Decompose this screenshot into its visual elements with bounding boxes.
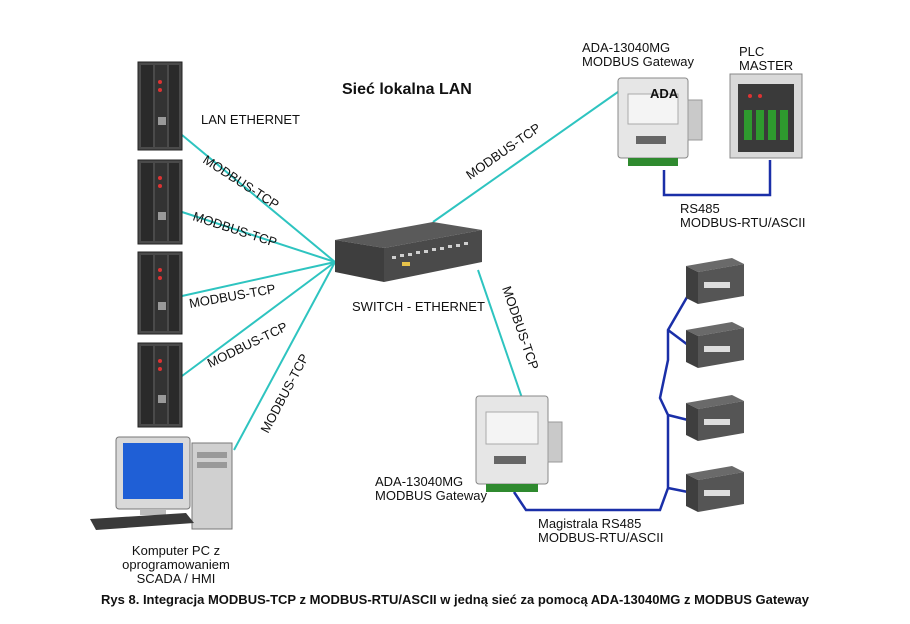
rs485-slave-4 [686, 466, 744, 512]
label-pc-line2: oprogramowaniem [122, 557, 230, 572]
rs485-bus-tap-3 [667, 486, 689, 494]
label-pc-line3: SCADA / HMI [137, 571, 216, 586]
label-gateway-bottom-desc: MODBUS Gateway [375, 488, 487, 503]
figure-caption: Rys 8. Integracja MODBUS-TCP z MODBUS-RT… [101, 592, 810, 607]
link-pc-switch [233, 261, 336, 451]
gateway-top [617, 77, 703, 166]
plc-rack-3 [137, 251, 183, 335]
rs485-bus-tap-1 [667, 329, 689, 346]
link-switch-gateway-top [432, 86, 626, 223]
label-modbus-rtu-ascii-2: MODBUS-RTU/ASCII [538, 530, 663, 545]
label-gateway-bottom-model: ADA-13040MG [375, 474, 463, 489]
link-plc4-switch [181, 261, 336, 377]
label-master: MASTER [739, 58, 793, 73]
ethernet-links [181, 86, 626, 451]
plc-master [729, 73, 803, 159]
plc-rack-1 [137, 61, 183, 151]
label-pc-line1: Komputer PC z [132, 543, 220, 558]
rs485-bus-tap-2 [667, 413, 689, 422]
label-modbus-tcp-7: MODBUS-TCP [499, 284, 542, 372]
pc-keyboard [90, 513, 194, 530]
label-lan-ethernet: LAN ETHERNET [201, 112, 300, 127]
link-plc2-switch [181, 211, 336, 263]
label-gateway-top-desc: MODBUS Gateway [582, 54, 694, 69]
diagram-title: Sieć lokalna LAN [342, 81, 472, 98]
label-magistrala-rs485: Magistrala RS485 [538, 516, 641, 531]
pc-computer [90, 436, 233, 530]
plc-rack-2 [137, 159, 183, 245]
rs485-links [512, 160, 772, 512]
label-switch: SWITCH - ETHERNET [352, 299, 485, 314]
link-switch-gateway-bottom [477, 269, 523, 399]
link-plc1-switch [181, 134, 336, 263]
plc-rack-4 [137, 342, 183, 428]
gateway-bottom [475, 395, 563, 492]
gateway-top-brand: ADA [650, 86, 679, 101]
label-rs485: RS485 [680, 201, 720, 216]
rs485-slave-1 [686, 258, 744, 304]
ethernet-switch [335, 222, 482, 282]
label-gateway-top-model: ADA-13040MG [582, 40, 670, 55]
label-modbus-tcp-2: MODBUS-TCP [191, 209, 279, 250]
rs485-slave-3 [686, 395, 744, 441]
label-plc: PLC [739, 44, 764, 59]
label-modbus-rtu-ascii: MODBUS-RTU/ASCII [680, 215, 805, 230]
rs485-gateway-plc [662, 160, 772, 197]
pc-screen [123, 443, 183, 499]
label-modbus-tcp-1: MODBUS-TCP [200, 152, 281, 212]
rs485-slave-2 [686, 322, 744, 368]
link-plc3-switch [181, 261, 336, 297]
